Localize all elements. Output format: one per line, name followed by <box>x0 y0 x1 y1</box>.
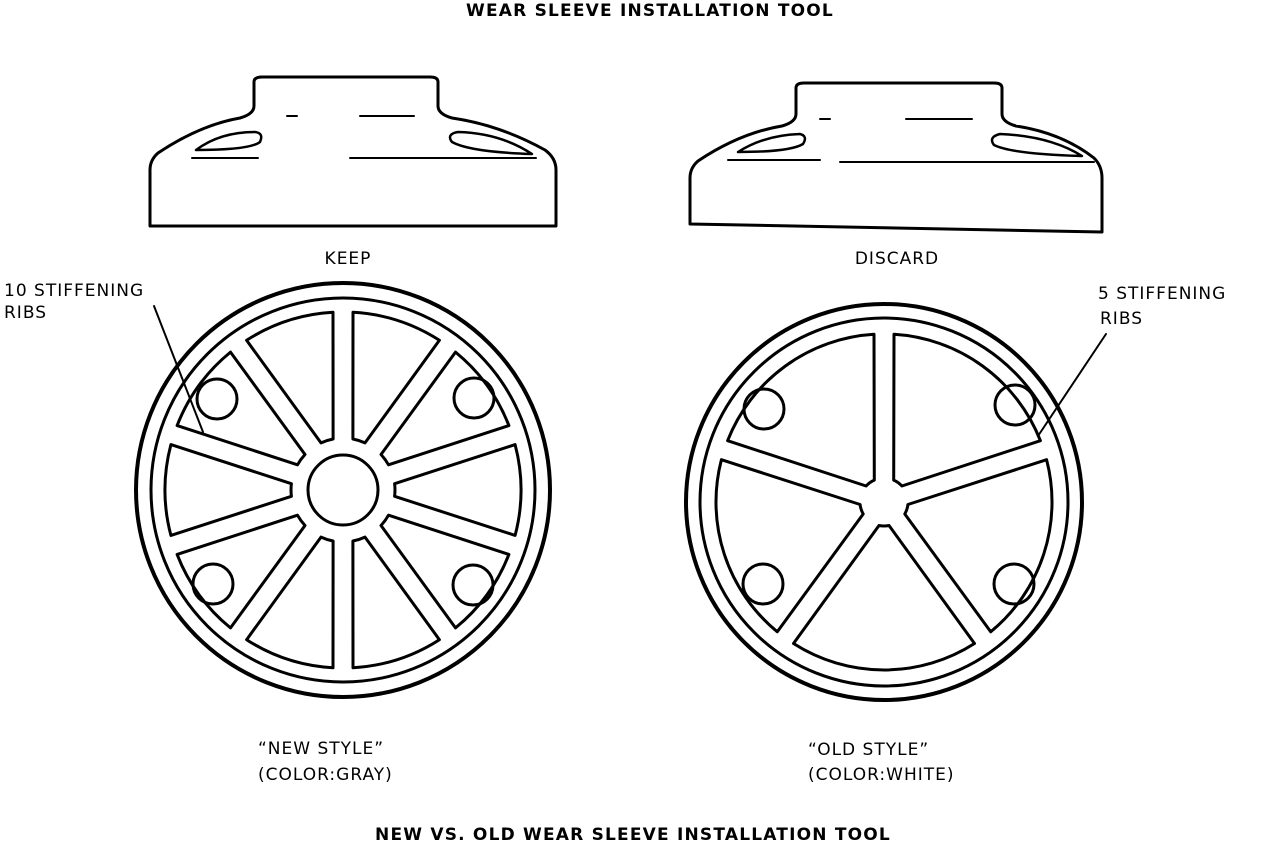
old-style-inner-rim <box>698 316 1070 688</box>
new-style-rib-pocket-8 <box>163 443 293 537</box>
old-style-rib-pockets <box>714 332 1054 672</box>
new-style-rib-pocket-6 <box>245 535 335 670</box>
new-style-bolt-hole-4 <box>451 563 495 607</box>
right-callout-leader <box>1037 333 1107 437</box>
new-style-inner-rim <box>149 296 537 684</box>
top-title: WEAR SLEEVE INSTALLATION TOOL <box>466 1 834 21</box>
left-callout-line1: 10 STIFFENING <box>4 281 144 301</box>
new-style-bolt-hole-2 <box>452 376 496 420</box>
left-callout-line2: RIBS <box>4 303 47 323</box>
discard-label: DISCARD <box>855 249 939 269</box>
new-style-rib-pockets <box>163 310 523 670</box>
old-style-tool-side-view <box>688 81 1104 234</box>
old-style-rib-pocket-3 <box>792 524 976 672</box>
new-style-color: (COLOR:GRAY) <box>258 765 393 785</box>
bottom-title: NEW VS. OLD WEAR SLEEVE INSTALLATION TOO… <box>375 825 891 844</box>
old-style-rib-pocket-2 <box>903 458 1054 634</box>
left-callout-leader <box>153 305 204 433</box>
new-style-hub <box>306 453 380 527</box>
old-style-bolt-hole-1 <box>742 387 786 431</box>
keep-label: KEEP <box>325 249 372 269</box>
old-style-bolt-hole-3 <box>741 562 785 606</box>
new-style-rib-pocket-10 <box>245 310 335 445</box>
right-callout-line2: RIBS <box>1100 309 1143 329</box>
new-style-rib-pocket-1 <box>351 310 441 445</box>
old-style-color: (COLOR:WHITE) <box>808 765 955 785</box>
old-style-bolt-hole-4 <box>992 562 1036 606</box>
new-style-outer-rim <box>134 281 552 699</box>
old-style-rib-pocket-4 <box>714 458 865 634</box>
new-style-name: “NEW STYLE” <box>258 739 384 759</box>
new-style-tool-bottom-view <box>134 281 552 699</box>
old-style-bolt-hole-2 <box>993 383 1037 427</box>
old-style-name: “OLD STYLE” <box>808 740 929 760</box>
new-style-rib-pocket-4 <box>379 513 511 630</box>
new-style-rib-pocket-7 <box>175 513 307 630</box>
new-style-tool-side-view <box>148 75 558 228</box>
old-style-outer-rim <box>684 302 1084 702</box>
new-style-bolt-hole-3 <box>191 562 235 606</box>
new-style-bolt-hole-1 <box>195 377 239 421</box>
old-style-rib-pocket-5 <box>726 332 876 488</box>
right-callout-line1: 5 STIFFENING <box>1098 284 1226 304</box>
new-style-rib-pocket-2 <box>379 350 511 467</box>
new-style-rib-pocket-5 <box>351 535 441 670</box>
new-style-rib-pocket-9 <box>175 350 307 467</box>
new-style-rib-pocket-3 <box>393 443 523 537</box>
old-style-tool-bottom-view <box>684 302 1084 702</box>
